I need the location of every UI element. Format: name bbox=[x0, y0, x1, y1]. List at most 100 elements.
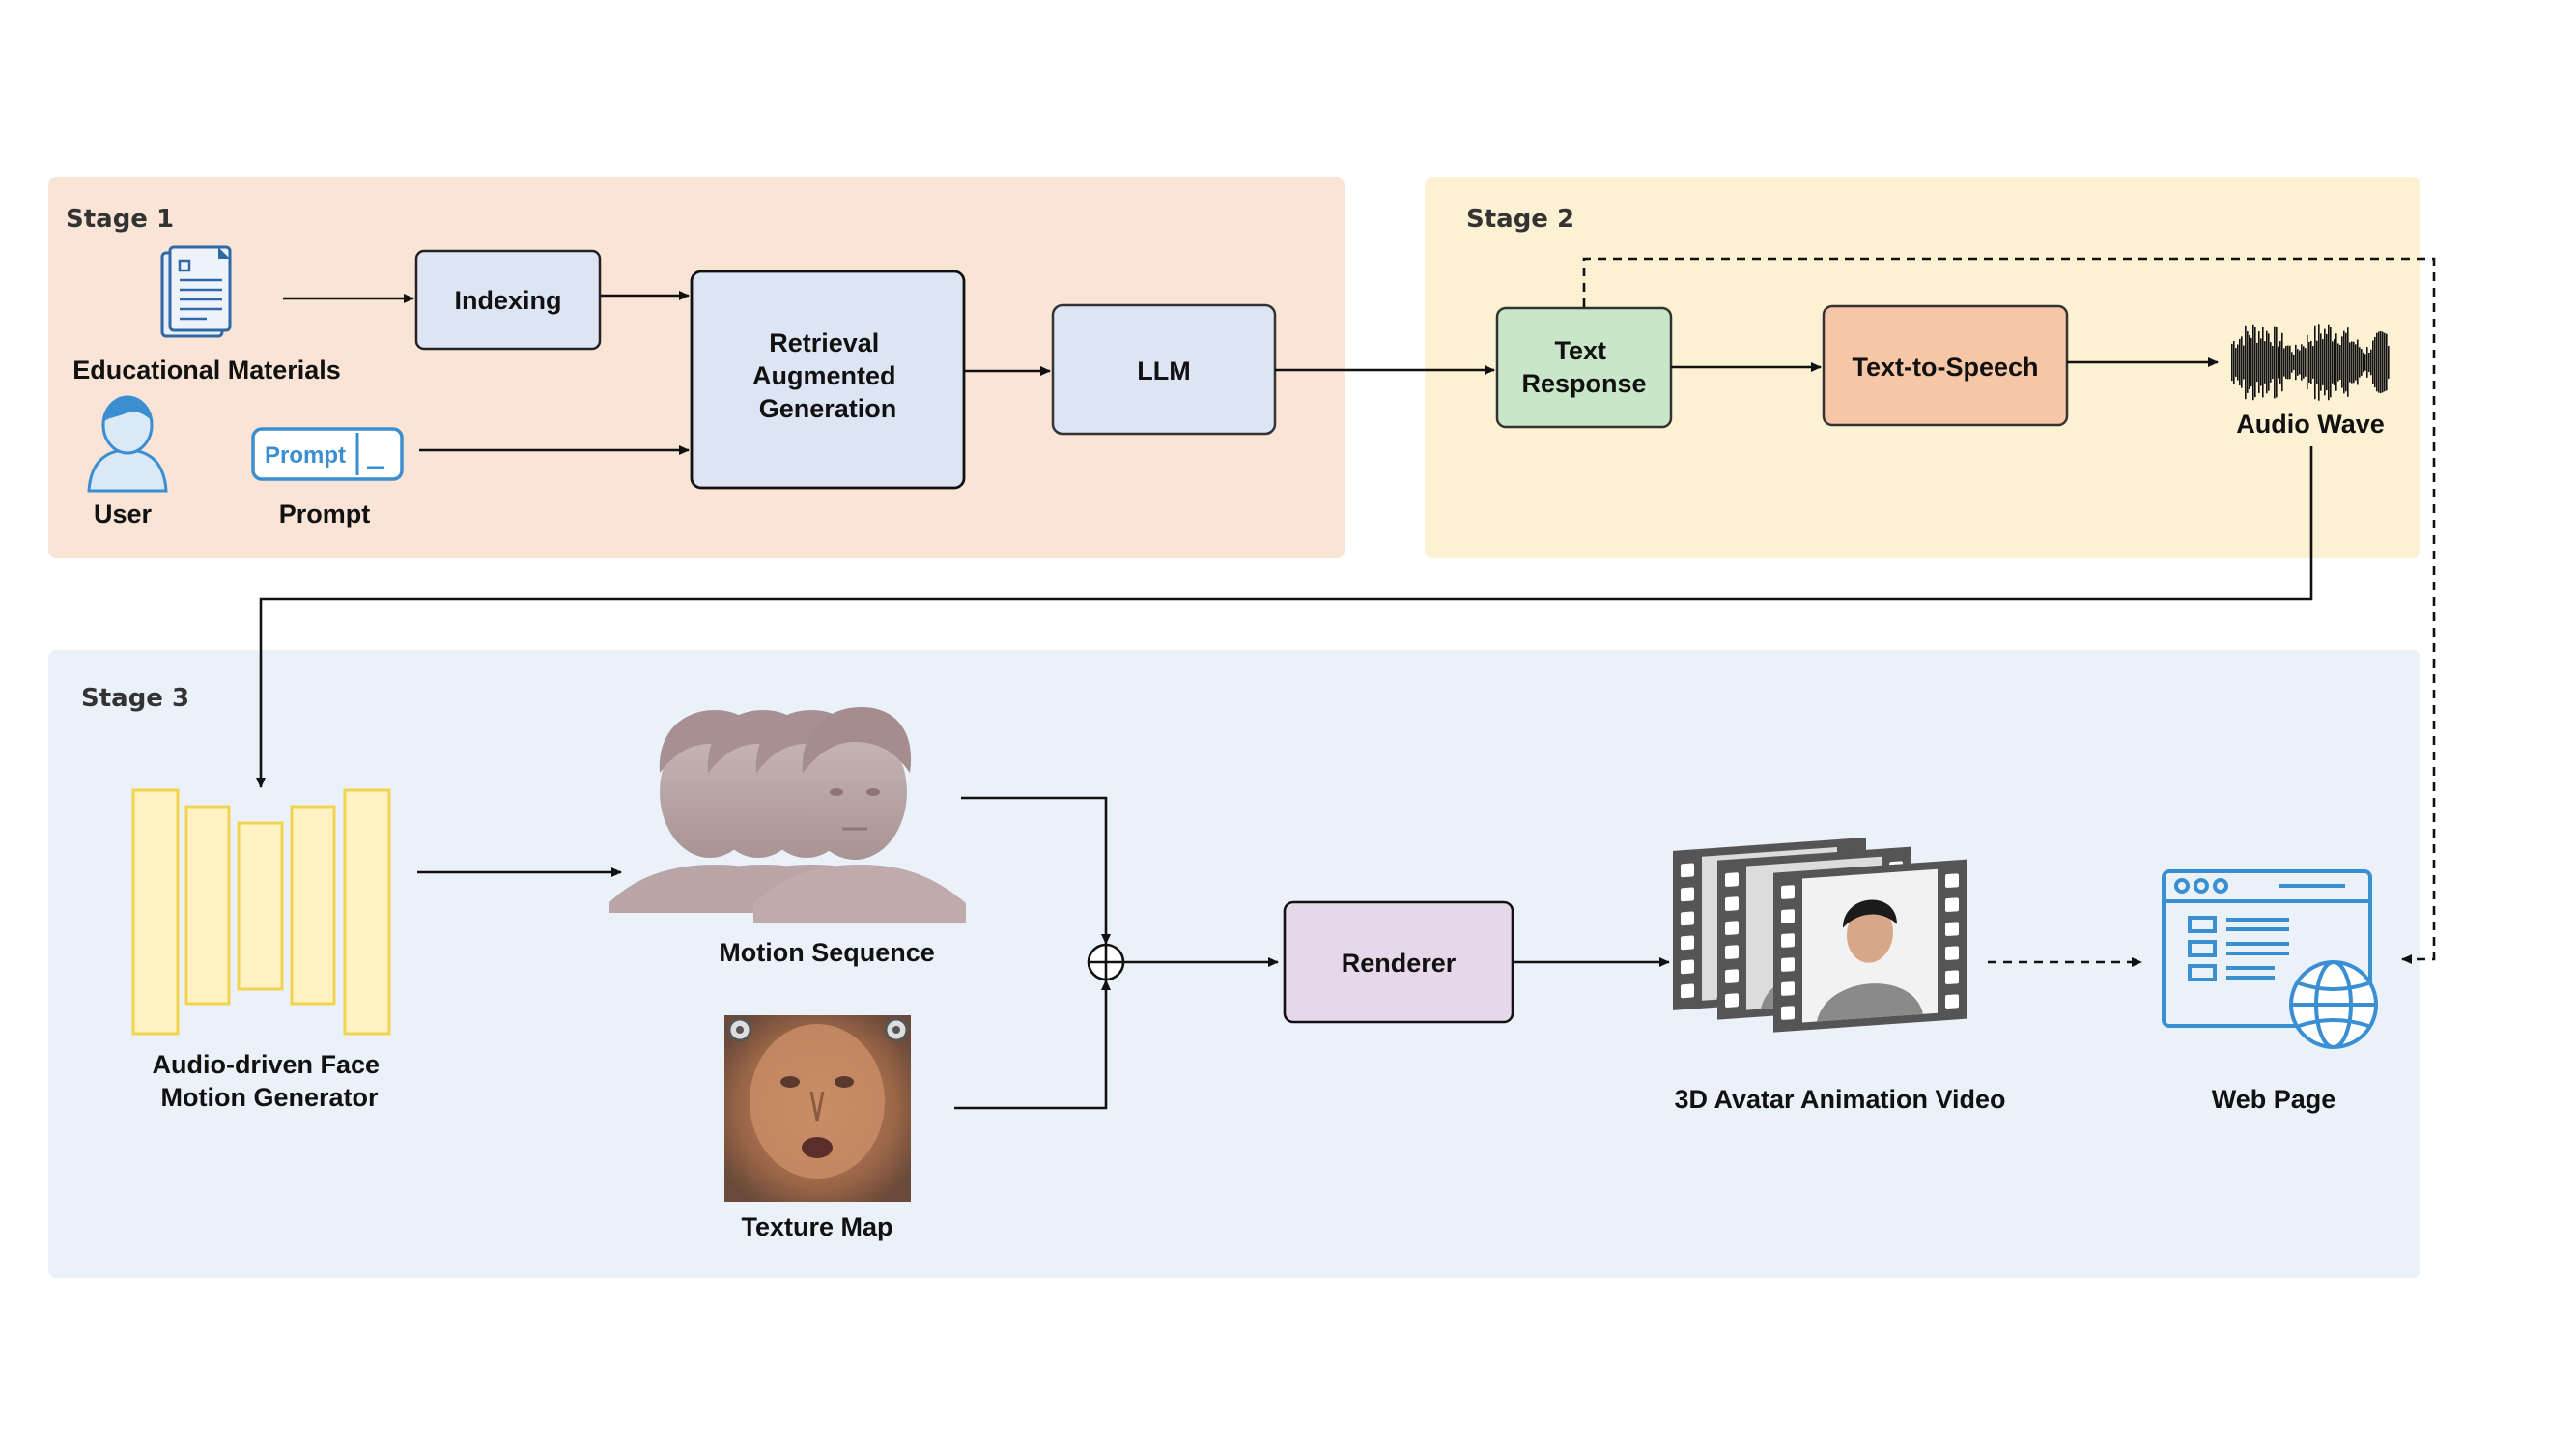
arrow-audio-to-generator bbox=[256, 446, 2313, 788]
prompt-icon: Prompt bbox=[251, 427, 404, 481]
wave-bar bbox=[2355, 344, 2357, 381]
tts-box bbox=[1822, 304, 2069, 427]
stage2-title: Stage 2 bbox=[1466, 205, 1574, 234]
wave-bar bbox=[2353, 341, 2355, 384]
wave-bar bbox=[2247, 331, 2249, 393]
wave-bar bbox=[2245, 325, 2247, 400]
wave-bar bbox=[2243, 345, 2245, 380]
wave-bar bbox=[2295, 344, 2297, 381]
wave-bar bbox=[2239, 339, 2241, 385]
prompt-icon-text: Prompt bbox=[265, 442, 346, 469]
web-page-icon bbox=[2162, 869, 2378, 1049]
wave-bar bbox=[2256, 342, 2258, 383]
wave-bar bbox=[2278, 346, 2279, 379]
wave-bar bbox=[2335, 333, 2337, 391]
wave-bar bbox=[2305, 348, 2307, 377]
wave-bar bbox=[2380, 330, 2382, 394]
video-frames-icon bbox=[1673, 837, 1967, 1033]
tts-label: Text-to-Speech bbox=[1852, 353, 2038, 382]
wave-bar bbox=[2310, 340, 2312, 384]
wave-bar bbox=[2330, 327, 2332, 398]
rag-label: Retrieval Augmented Generation bbox=[752, 328, 903, 423]
wave-bar bbox=[2376, 332, 2378, 392]
texture-map-label: Texture Map bbox=[741, 1212, 892, 1241]
stage3-title: Stage 3 bbox=[81, 684, 189, 713]
wave-bar bbox=[2241, 336, 2243, 388]
wave-bar bbox=[2260, 338, 2262, 386]
wave-bar bbox=[2357, 339, 2359, 385]
wave-bar bbox=[2328, 324, 2330, 401]
wave-bar bbox=[2272, 345, 2274, 380]
educational-materials-label: Educational Materials bbox=[72, 355, 341, 384]
wave-bar bbox=[2293, 354, 2295, 371]
wave-bar bbox=[2281, 332, 2283, 392]
video-label: 3D Avatar Animation Video bbox=[1674, 1085, 2005, 1114]
arrow-motion-to-merge bbox=[961, 796, 1111, 945]
wave-bar bbox=[2235, 348, 2237, 377]
wave-bar bbox=[2361, 349, 2363, 376]
wave-bar bbox=[2370, 349, 2372, 376]
wave-bar bbox=[2283, 348, 2285, 377]
audio-wave-label: Audio Wave bbox=[2236, 410, 2385, 439]
web-page-label: Web Page bbox=[2212, 1085, 2336, 1114]
stage3-panel bbox=[48, 650, 2420, 1278]
rag-label-line3: Generation bbox=[759, 394, 897, 423]
texture-map-image bbox=[724, 1015, 911, 1202]
wave-bar bbox=[2289, 345, 2291, 380]
wave-bar bbox=[2262, 327, 2264, 398]
merge-operator-icon bbox=[1087, 943, 1125, 981]
wave-bar bbox=[2254, 327, 2256, 398]
wave-bar bbox=[2270, 342, 2272, 383]
wave-bar bbox=[2252, 324, 2254, 401]
wave-bar bbox=[2279, 341, 2281, 384]
wave-bar bbox=[2308, 341, 2310, 384]
wave-bar bbox=[2351, 341, 2353, 384]
wave-bar bbox=[2388, 346, 2390, 379]
wave-bar bbox=[2363, 352, 2364, 373]
wave-bar bbox=[2343, 330, 2345, 394]
generator-label-line2: Motion Generator bbox=[160, 1083, 378, 1112]
prompt-label: Prompt bbox=[279, 499, 371, 528]
text-response-box bbox=[1495, 306, 1673, 429]
wave-bar bbox=[2268, 333, 2270, 391]
wave-bar bbox=[2322, 339, 2324, 385]
wave-bar bbox=[2307, 334, 2308, 390]
rag-box bbox=[690, 270, 966, 490]
wave-bar bbox=[2303, 346, 2305, 379]
wave-bar bbox=[2374, 336, 2376, 388]
text-response-label: Text Response bbox=[1521, 336, 1646, 398]
stage1-title: Stage 1 bbox=[66, 205, 174, 234]
wave-bar bbox=[2368, 352, 2370, 373]
generator-label-line1: Audio-driven Face bbox=[152, 1050, 380, 1079]
dashed-text-to-webpage bbox=[1582, 257, 2436, 964]
wave-bar bbox=[2266, 330, 2268, 394]
wave-bar bbox=[2326, 333, 2328, 391]
wave-bar bbox=[2318, 324, 2320, 401]
wave-bar bbox=[2297, 349, 2299, 376]
rag-label-line2: Augmented bbox=[752, 361, 896, 390]
wave-bar bbox=[2249, 335, 2250, 389]
renderer-label: Renderer bbox=[1342, 949, 1457, 978]
wave-bar bbox=[2332, 341, 2334, 384]
wave-bar bbox=[2345, 332, 2347, 392]
wave-bar bbox=[2301, 344, 2303, 381]
wave-bar bbox=[2382, 331, 2384, 393]
face-motion-generator-icon bbox=[131, 788, 391, 1036]
wave-bar bbox=[2276, 327, 2278, 398]
wave-bar bbox=[2291, 352, 2293, 373]
wave-bar bbox=[2341, 336, 2343, 388]
wave-bar bbox=[2287, 345, 2289, 380]
wave-bar bbox=[2337, 343, 2339, 382]
wave-bar bbox=[2347, 327, 2349, 397]
video-frame bbox=[1773, 859, 1967, 1033]
wave-bar bbox=[2324, 328, 2326, 396]
wave-bar bbox=[2264, 341, 2266, 384]
document-icon bbox=[160, 245, 232, 338]
generator-label: Audio-driven Face Motion Generator bbox=[152, 1050, 386, 1112]
wave-bar bbox=[2312, 346, 2314, 379]
wave-bar bbox=[2233, 340, 2235, 384]
wave-bar bbox=[2359, 347, 2361, 378]
motion-sequence-heads bbox=[609, 707, 966, 923]
wave-bar bbox=[2372, 340, 2374, 384]
